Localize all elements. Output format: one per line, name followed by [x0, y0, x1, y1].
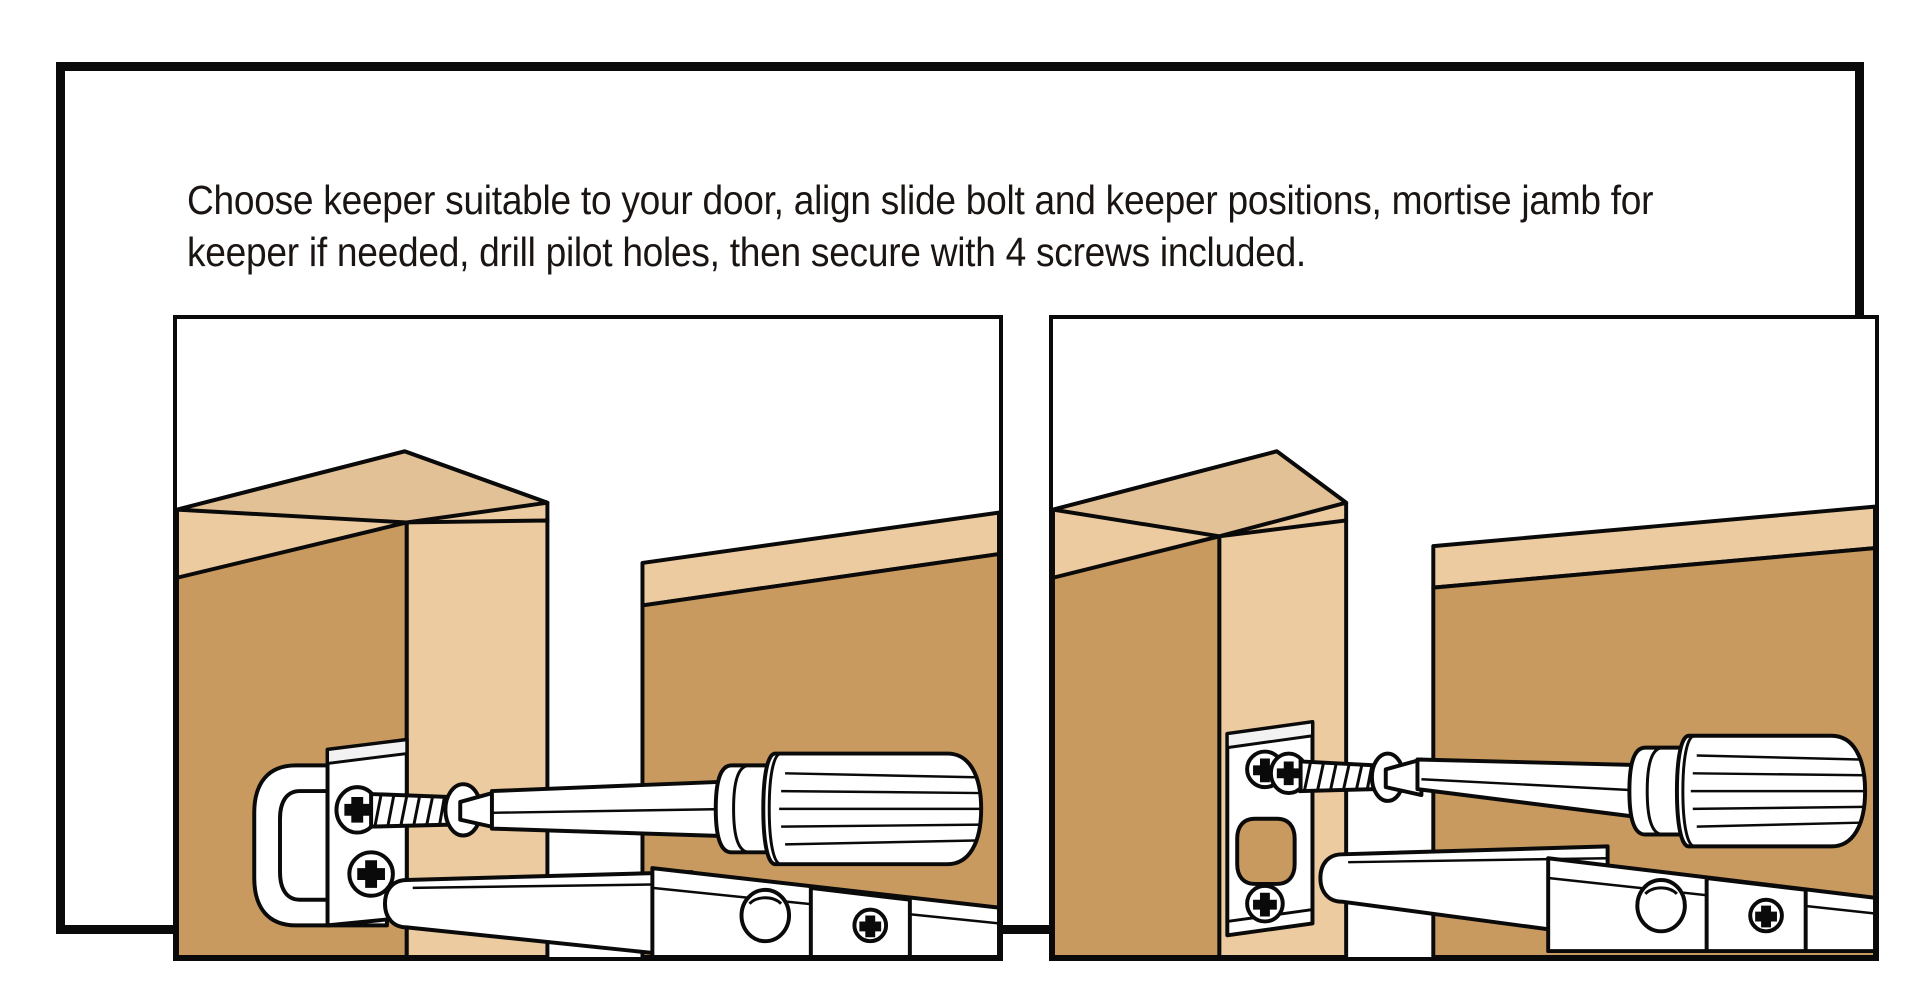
mortise-strike-plate-keeper [1225, 719, 1315, 938]
surface-mount-keeper-drawing [177, 319, 999, 957]
surface-mount-keeper [252, 737, 409, 928]
slide-bolt-knob [1635, 877, 1687, 934]
keeper-lower-screw [347, 850, 395, 898]
screwdriver [458, 751, 984, 867]
slide-bolt [382, 866, 999, 957]
panel-mortise-keeper [1049, 315, 1879, 961]
instruction-border: Choose keeper suitable to your door, ali… [56, 62, 1879, 961]
slide-bolt [1318, 844, 1875, 954]
mortise-keeper-drawing [1053, 319, 1875, 957]
panel-surface-mount-keeper [173, 315, 1003, 961]
screwdriver [1383, 733, 1868, 849]
keeper-lower-screw [1245, 883, 1285, 924]
slide-bolt-knob [739, 887, 792, 944]
keeper-bolt-slot [1235, 816, 1297, 886]
instruction-caption: Choose keeper suitable to your door, ali… [187, 177, 1664, 275]
illustration-panels [173, 315, 1879, 961]
